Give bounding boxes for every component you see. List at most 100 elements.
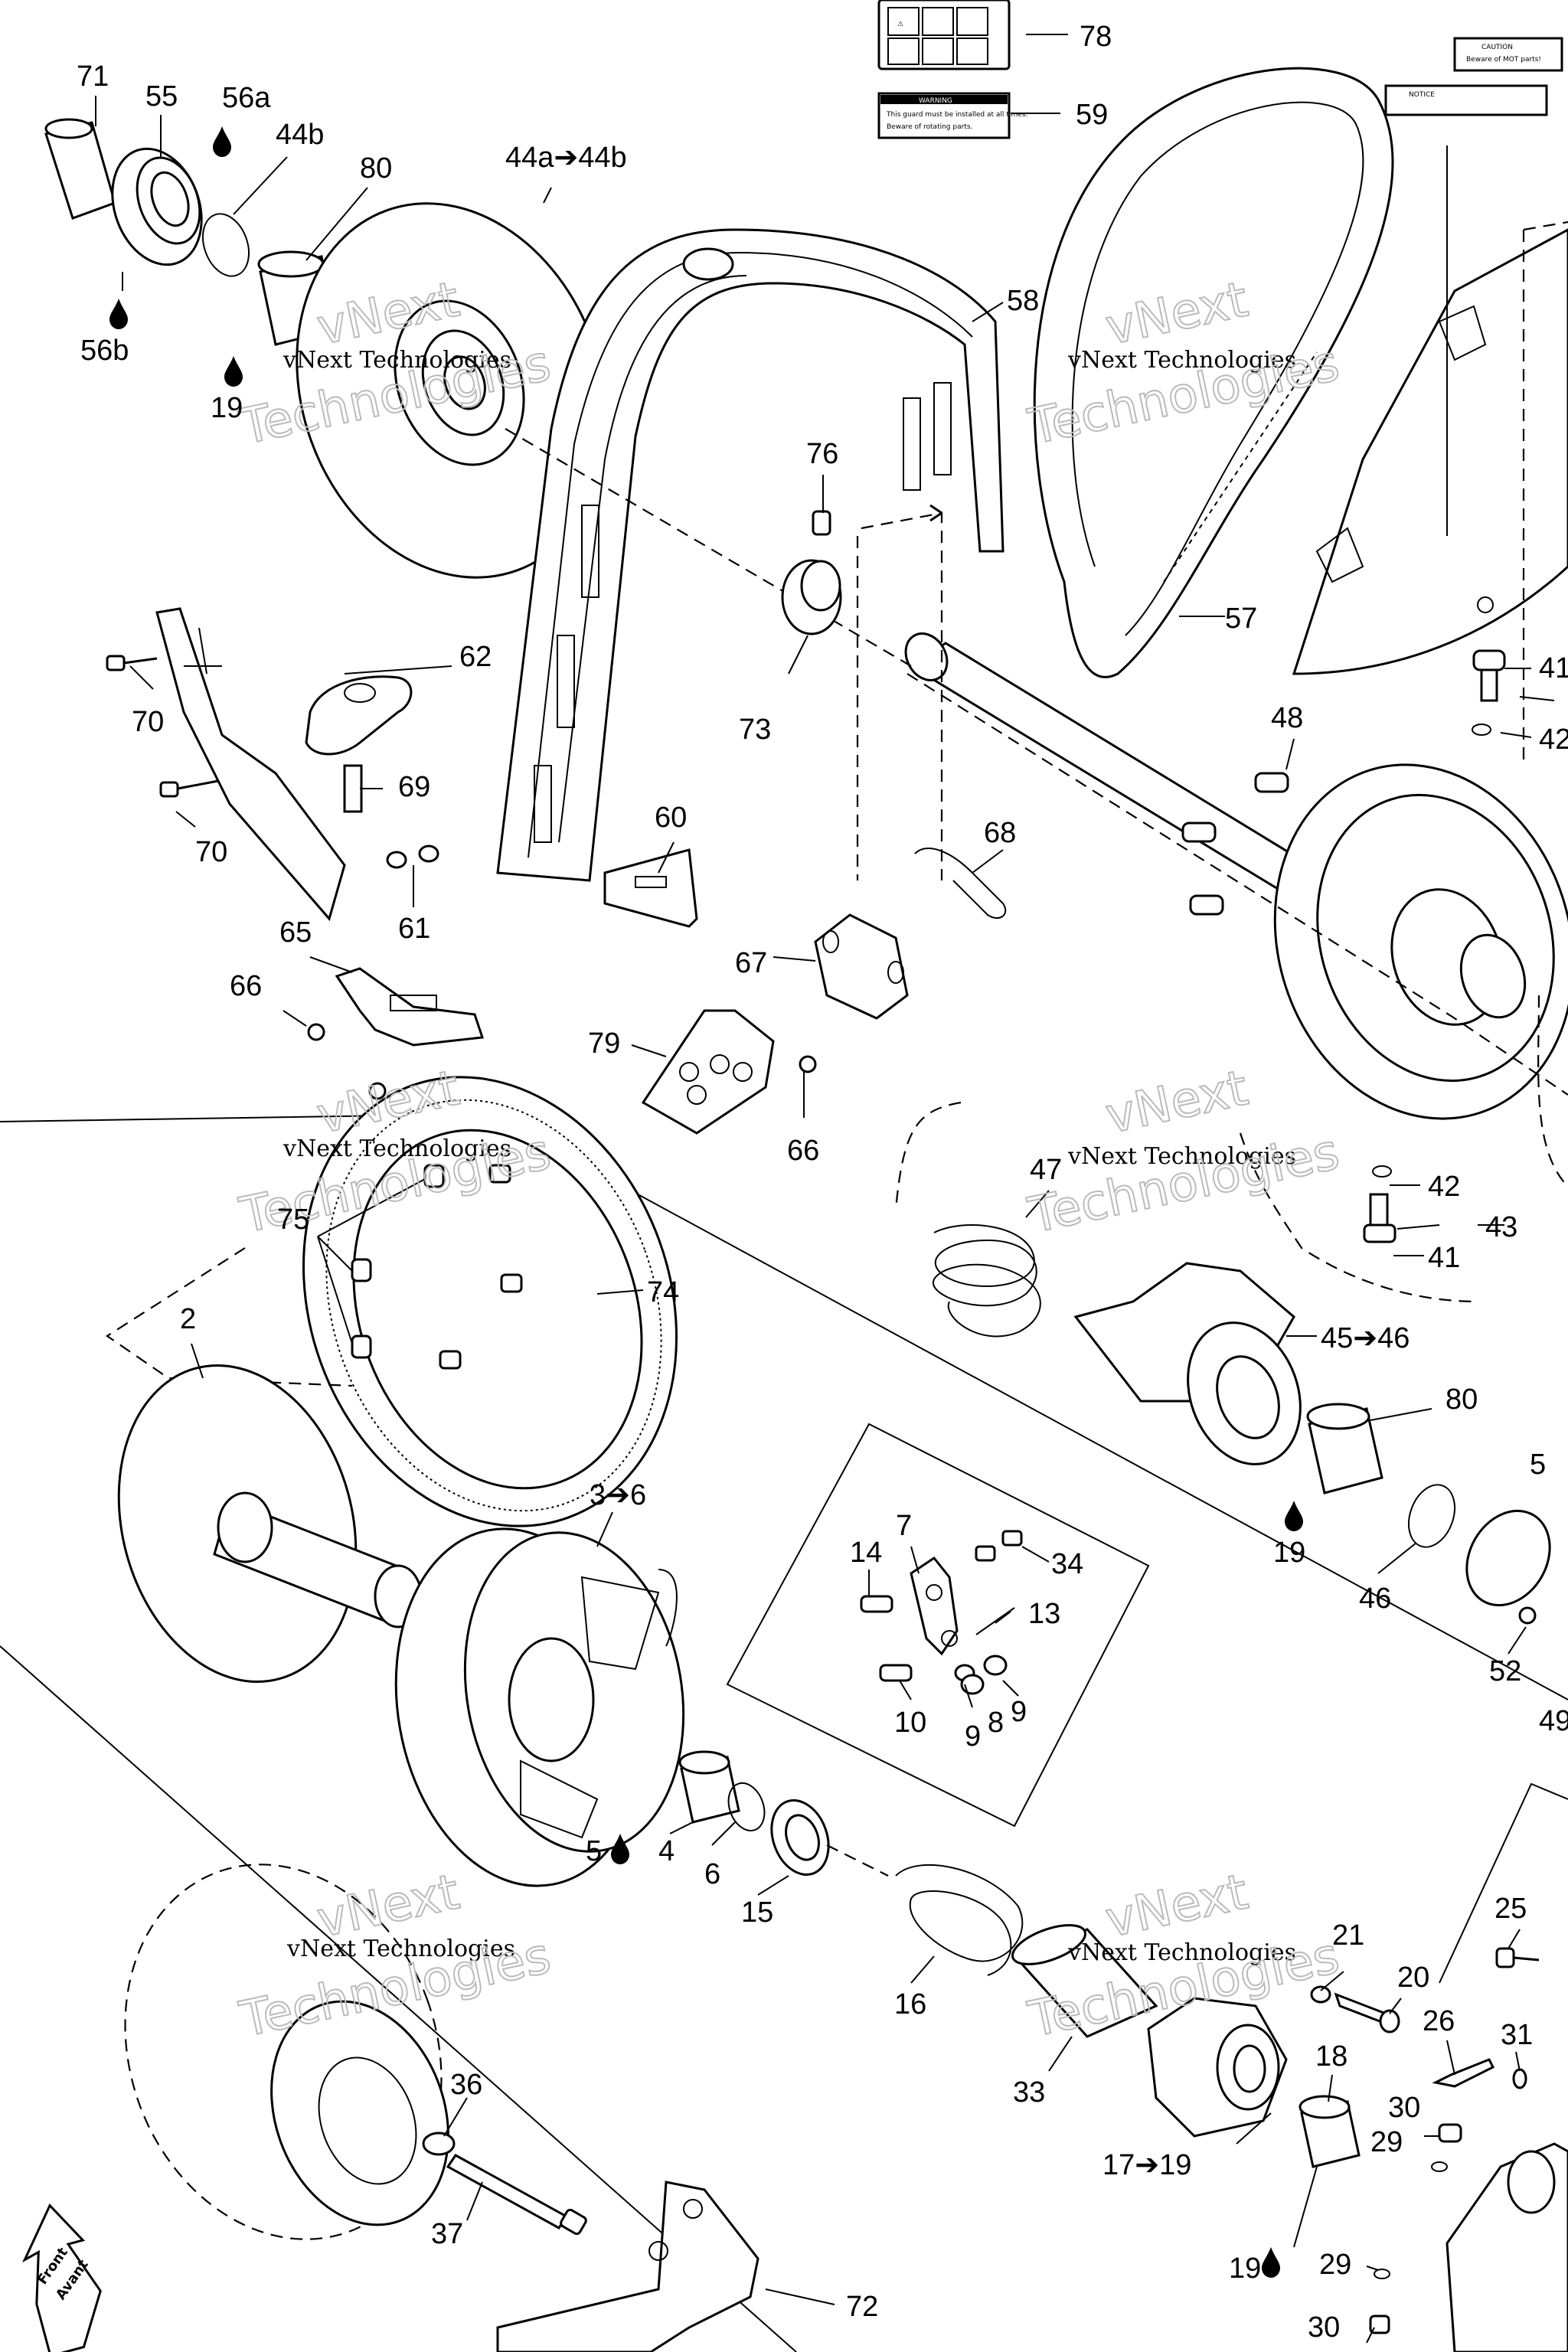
dash-15-16	[826, 1844, 889, 1877]
callout-42-top[interactable]: 42	[1539, 724, 1568, 756]
callout-14[interactable]: 14	[850, 1537, 882, 1569]
front-direction-arrow[interactable]: Front Avant	[13, 2199, 113, 2352]
callout-4[interactable]: 4	[658, 1835, 675, 1867]
callout-16[interactable]: 16	[894, 1988, 926, 2020]
callout-75[interactable]: 75	[277, 1204, 309, 1236]
callouts: 71 55 56a 44b 80 44a➔44b 78 59 56b 19 58…	[77, 21, 1568, 2344]
callout-45-46[interactable]: 45➔46	[1321, 1322, 1410, 1354]
arrow-3-6-link	[658, 1569, 678, 1647]
callout-73[interactable]: 73	[739, 714, 771, 746]
callout-3-6[interactable]: 3➔6	[590, 1479, 646, 1511]
callout-30-lower[interactable]: 30	[1308, 2311, 1340, 2344]
ring-46	[1408, 1484, 1455, 1548]
callout-6[interactable]: 6	[704, 1858, 720, 1890]
callout-76[interactable]: 76	[806, 438, 838, 470]
callout-57[interactable]: 57	[1225, 603, 1257, 635]
callout-56a[interactable]: 56a	[222, 82, 271, 114]
arrow-58	[929, 504, 942, 522]
callout-29-upper[interactable]: 29	[1370, 2126, 1403, 2158]
callout-19-top[interactable]: 19	[211, 392, 243, 424]
seal-15	[770, 1799, 830, 1876]
callout-74[interactable]: 74	[647, 1276, 679, 1308]
callout-42-lower[interactable]: 42	[1428, 1171, 1460, 1203]
callout-20[interactable]: 20	[1397, 1962, 1429, 1994]
belt-guard-58	[496, 228, 1004, 882]
callout-41-top[interactable]: 41	[1539, 652, 1568, 684]
callout-70-lower[interactable]: 70	[195, 836, 227, 868]
callout-34[interactable]: 34	[1051, 1548, 1083, 1580]
callout-44b[interactable]: 44b	[276, 119, 324, 151]
callout-80-lower[interactable]: 80	[1446, 1383, 1478, 1416]
lubrication-drop-icons	[109, 126, 1303, 2278]
decal-notice-heading: NOTICE	[1409, 91, 1435, 99]
callout-26[interactable]: 26	[1423, 2005, 1455, 2037]
callout-72[interactable]: 72	[846, 2291, 878, 2323]
callout-52[interactable]: 52	[1489, 1655, 1521, 1687]
callout-21[interactable]: 21	[1332, 1919, 1364, 1952]
callout-59[interactable]: 59	[1076, 99, 1108, 131]
callout-70-upper[interactable]: 70	[132, 706, 164, 738]
callout-2[interactable]: 2	[180, 1303, 196, 1335]
washer-5-right	[1465, 1509, 1551, 1607]
callout-5-left[interactable]: 5	[586, 1835, 602, 1867]
callout-41-lower[interactable]: 41	[1428, 1242, 1460, 1274]
callout-7[interactable]: 7	[896, 1510, 912, 1542]
callout-36[interactable]: 36	[450, 2069, 482, 2101]
callout-48[interactable]: 48	[1271, 702, 1303, 734]
callout-18[interactable]: 18	[1315, 2040, 1348, 2073]
callout-66-left[interactable]: 66	[230, 970, 262, 1002]
callout-19-bottom[interactable]: 19	[1229, 2252, 1261, 2285]
callout-79[interactable]: 79	[588, 1027, 620, 1060]
callout-61[interactable]: 61	[398, 913, 430, 945]
bracket-left-upper	[155, 607, 346, 922]
callout-71[interactable]: 71	[77, 60, 109, 93]
bracket-62	[305, 675, 413, 756]
callout-80-top[interactable]: 80	[360, 152, 392, 185]
svg-text:⚠: ⚠	[897, 21, 903, 28]
screw-30-upper	[1432, 2058, 1495, 2088]
callout-9-left[interactable]: 9	[965, 1720, 981, 1753]
callout-47[interactable]: 47	[1030, 1154, 1062, 1186]
governor-arm-lower-right	[1446, 2142, 1568, 2352]
callout-56b[interactable]: 56b	[80, 335, 129, 367]
callout-31[interactable]: 31	[1501, 2019, 1533, 2051]
callout-49[interactable]: 49	[1539, 1705, 1568, 1737]
callout-46[interactable]: 46	[1359, 1583, 1391, 1615]
callout-68[interactable]: 68	[984, 817, 1016, 849]
callout-58[interactable]: 58	[1007, 285, 1039, 317]
retaining-ring-44b	[202, 213, 250, 277]
callout-55[interactable]: 55	[145, 80, 178, 113]
callout-37[interactable]: 37	[431, 2218, 463, 2250]
callout-62[interactable]: 62	[459, 641, 492, 673]
decal-top-right: CAUTION Beware of MOT parts! NOTICE	[1384, 37, 1563, 116]
callout-66-center[interactable]: 66	[787, 1135, 819, 1167]
bushing-80-right	[1306, 1403, 1383, 1494]
spring-47	[932, 1224, 1041, 1338]
dash-driven-pulley-outline	[1522, 230, 1568, 1187]
callout-15[interactable]: 15	[741, 1896, 773, 1929]
ring-gear-74	[302, 1076, 678, 1527]
washers-9-8	[954, 1655, 1008, 1695]
callout-44a-44b[interactable]: 44a➔44b	[505, 142, 627, 174]
screw-25	[1495, 1947, 1540, 1968]
callout-65[interactable]: 65	[279, 916, 312, 949]
callout-8[interactable]: 8	[988, 1707, 1004, 1739]
callout-17-19[interactable]: 17➔19	[1102, 2149, 1191, 2181]
callout-5-right[interactable]: 5	[1530, 1449, 1546, 1481]
callout-9-right[interactable]: 9	[1011, 1696, 1027, 1728]
callout-43[interactable]: 43	[1485, 1211, 1517, 1243]
callout-33[interactable]: 33	[1013, 2076, 1045, 2109]
callout-78[interactable]: 78	[1080, 21, 1112, 53]
callout-25[interactable]: 25	[1494, 1893, 1527, 1925]
callout-30-upper[interactable]: 30	[1388, 2092, 1420, 2124]
callout-29-lower[interactable]: 29	[1319, 2249, 1351, 2281]
callout-19-mid[interactable]: 19	[1273, 1537, 1305, 1569]
callout-60[interactable]: 60	[655, 802, 687, 834]
cover-33	[1011, 1924, 1158, 2038]
spring-16	[895, 1864, 1024, 1976]
callout-69[interactable]: 69	[398, 771, 430, 803]
callout-67[interactable]: 67	[735, 947, 767, 979]
callout-13[interactable]: 13	[1028, 1598, 1060, 1630]
callout-10[interactable]: 10	[894, 1707, 926, 1739]
